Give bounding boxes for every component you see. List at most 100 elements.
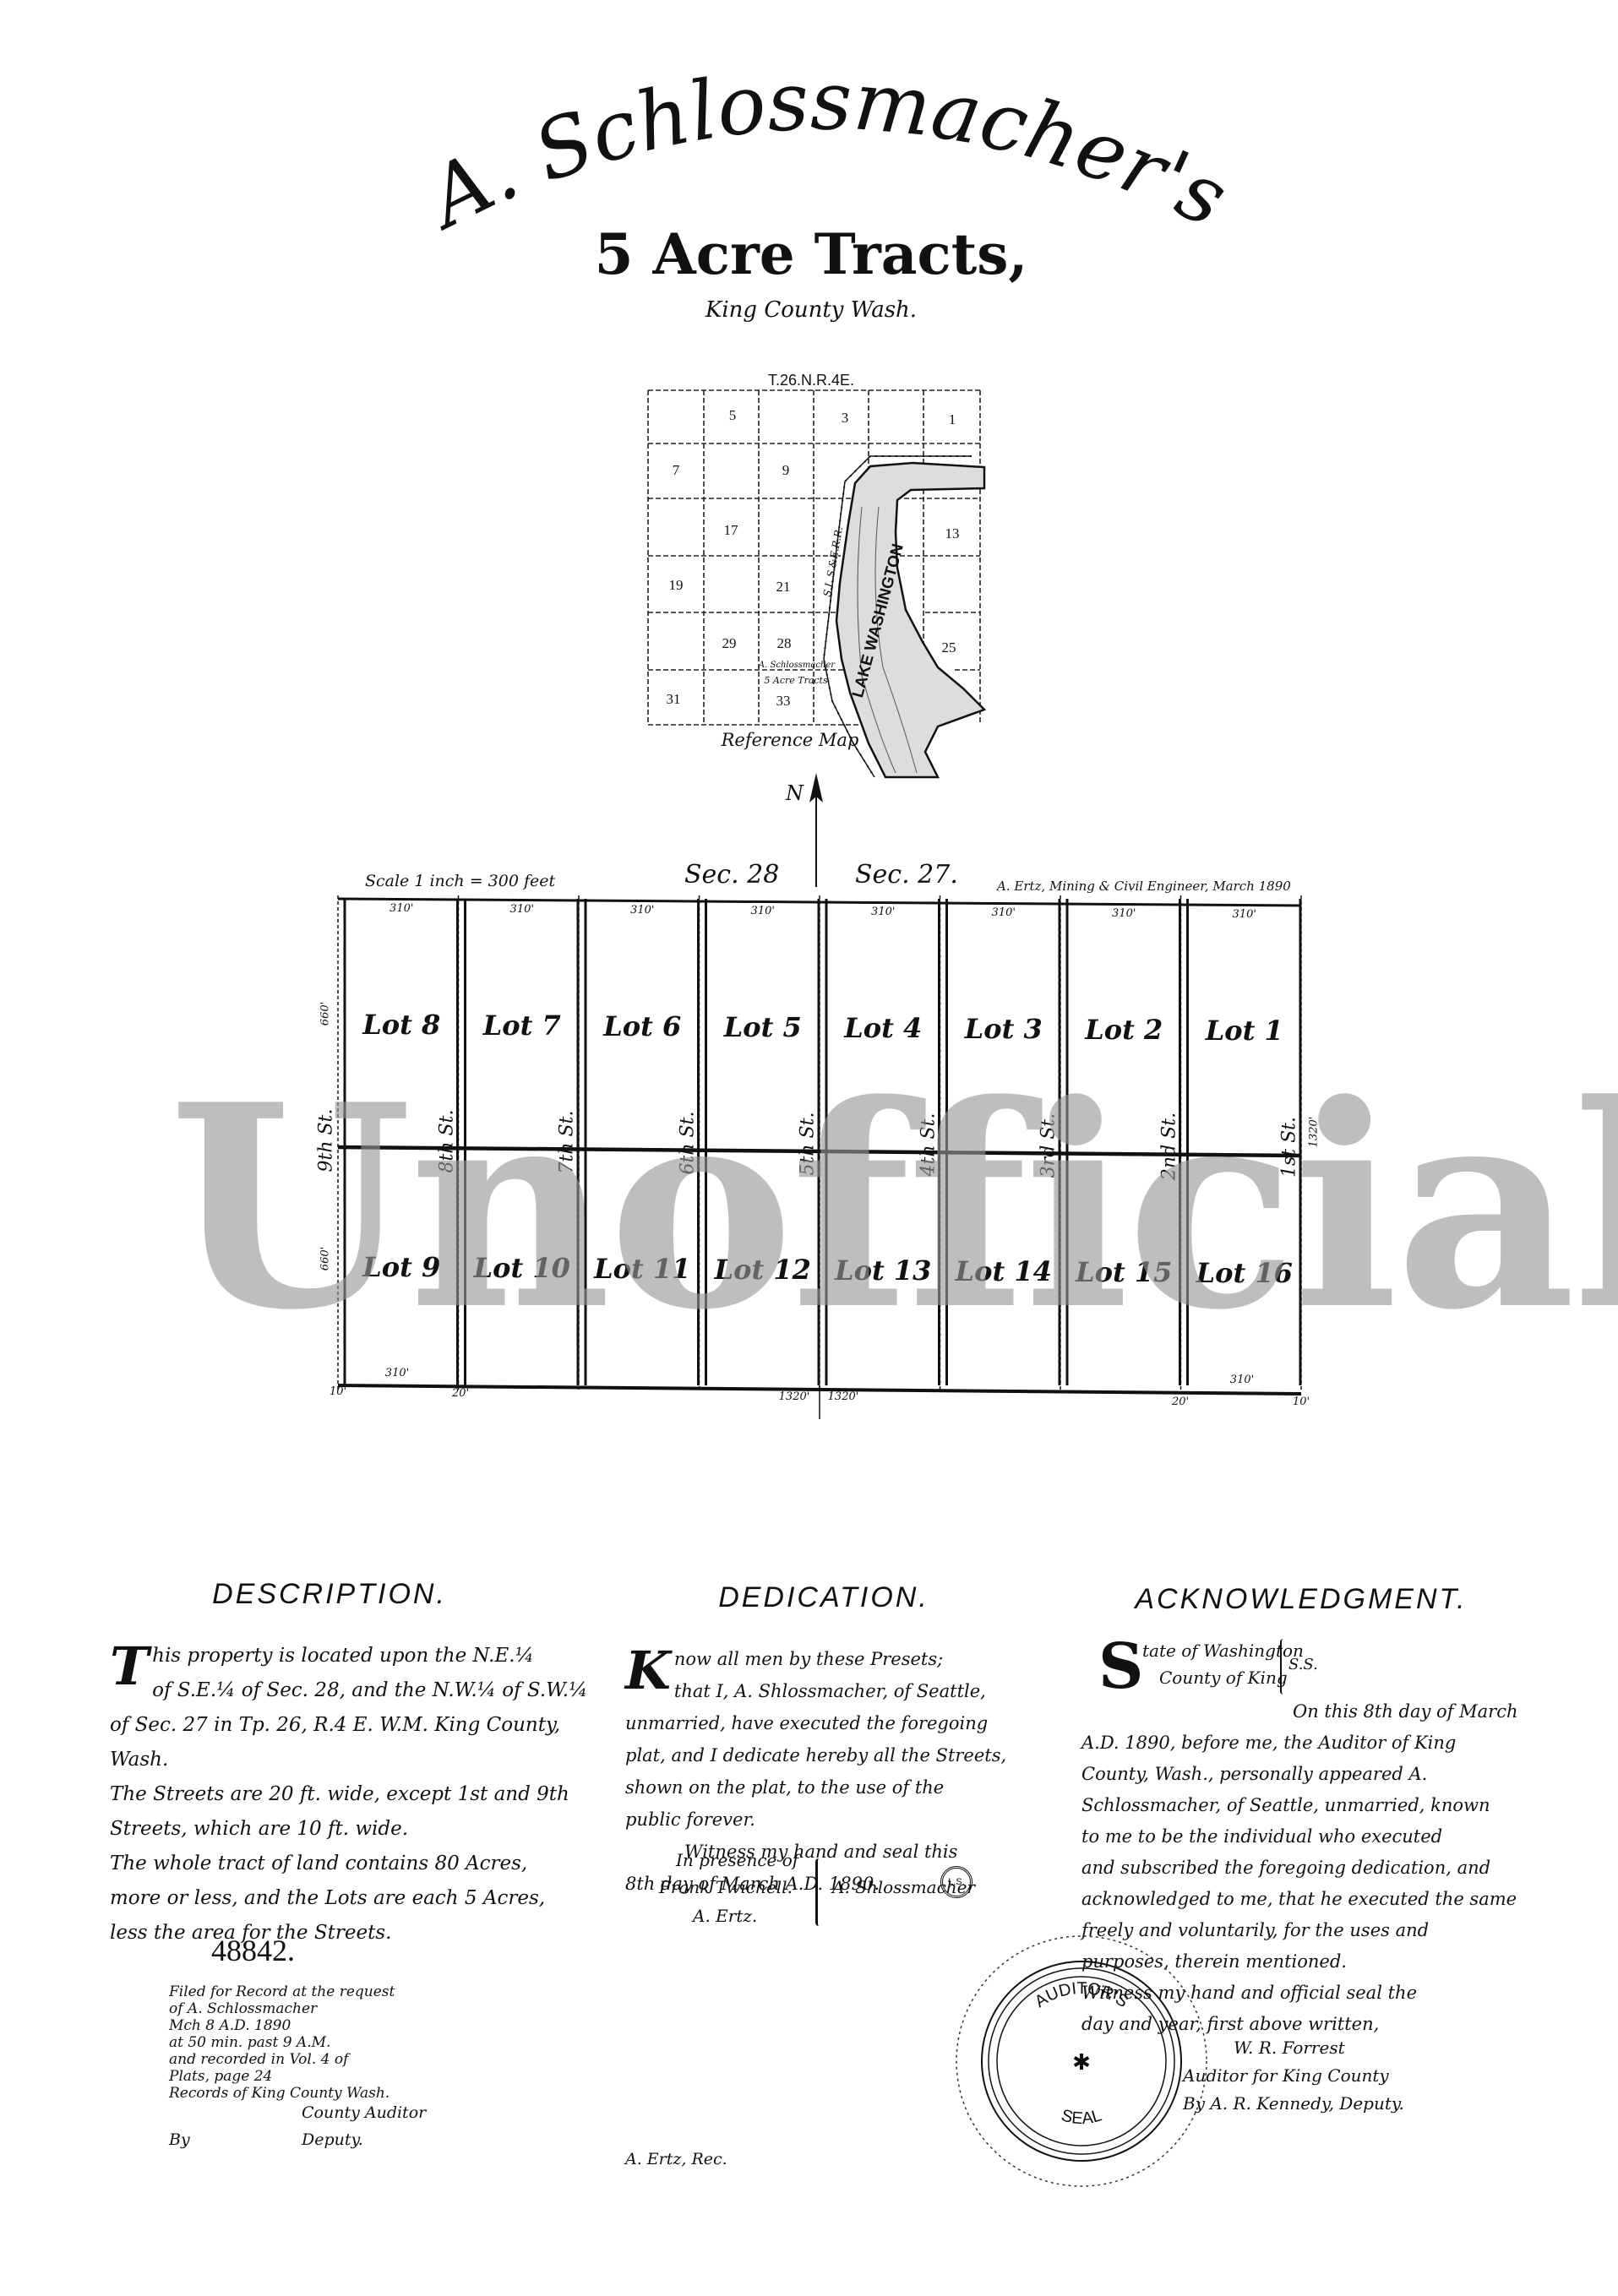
north-label: N [786, 781, 804, 805]
description-line: less the area for the Streets. [110, 1922, 392, 1944]
street-width-dimension: 20' [1171, 1396, 1190, 1408]
seal-bottom-text: SEAL [1060, 2106, 1104, 2128]
description-body: T his property is located upon the N.E.¼… [110, 1635, 587, 1951]
section-28-label: Sec. 28 [684, 860, 780, 890]
lot-label: Lot 12 [714, 1254, 811, 1286]
section-label: 3 [841, 410, 849, 426]
description-heading: DESCRIPTION. [212, 1578, 447, 1610]
lot-label: Lot 15 [1076, 1256, 1173, 1288]
description-line: Wash. [110, 1749, 169, 1771]
acknowledgment-line: to me to be the individual who executed [1081, 1826, 1443, 1847]
by-label: By [169, 2130, 190, 2149]
section-label: 19 [668, 577, 684, 593]
svg-text:SEAL: SEAL [1060, 2106, 1104, 2128]
description-line: his property is located upon the N.E.¼ [152, 1645, 534, 1667]
title-block: A. Schlossmacher's [408, 53, 1242, 248]
venue-brace [1280, 1639, 1287, 1695]
lot-width-dimension: 310' [750, 905, 775, 917]
acknowledgment-line: Witness my hand and official seal the [1081, 1983, 1417, 2003]
tract-label-line2: 5 Acre Tracts [764, 675, 828, 686]
dedication-line: unmarried, have executed the foregoing [625, 1713, 989, 1733]
lot-width-dimension: 310' [390, 902, 414, 915]
north-arrow-icon [809, 773, 823, 887]
lot-width-dimension: 310' [871, 906, 896, 918]
description-line: The Streets are 20 ft. wide, except 1st … [110, 1783, 569, 1805]
lot-label: Lot 14 [955, 1255, 1052, 1287]
title-location: King County Wash. [705, 297, 918, 323]
lake-washington-shape [835, 461, 987, 779]
section-label: 17 [723, 522, 738, 538]
township-label: T.26.N.R.4E. [767, 372, 855, 389]
section-label: 28 [776, 635, 792, 651]
section-label: 33 [776, 693, 791, 709]
dedication-heading: DEDICATION. [718, 1581, 929, 1613]
section-label: 21 [776, 579, 791, 595]
county-auditor-label: County Auditor [302, 2103, 427, 2122]
acknowledgment-dropcap: S [1098, 1630, 1144, 1703]
lot-label: Lot 10 [473, 1252, 570, 1284]
section-label: 13 [945, 525, 960, 541]
acknowledgment-line: Schlossmacher, of Seattle, unmarried, kn… [1081, 1795, 1490, 1815]
street-width-dimension: 10' [1292, 1396, 1310, 1408]
reference-map-grid [647, 389, 981, 726]
section-quarter-line [337, 1145, 1302, 1158]
venue-state: tate of Washington [1142, 1640, 1304, 1661]
section-label: 31 [666, 691, 681, 707]
acknowledgment-line: purposes, therein mentioned. [1081, 1951, 1347, 1972]
auditor-deputy: By A. R. Kennedy, Deputy. [1183, 2093, 1404, 2114]
acknowledgment-line: A.D. 1890, before me, the Auditor of Kin… [1081, 1733, 1457, 1753]
street-width-dimension: 20' [451, 1387, 470, 1400]
lot-label: Lot 13 [835, 1254, 932, 1287]
dedication-line: public forever. [625, 1809, 755, 1830]
acknowledgment-heading: ACKNOWLEDGMENT. [1135, 1583, 1468, 1615]
filing-line: Plats, page 24 [169, 2068, 273, 2085]
description-line: The whole tract of land contains 80 Acre… [110, 1853, 528, 1874]
section-label: 25 [941, 639, 956, 656]
street-width-dimension: 10' [329, 1385, 347, 1398]
filing-line: of A. Schlossmacher [169, 2000, 318, 2017]
venue-county: County of King [1159, 1668, 1288, 1688]
lot-label: Lot 7 [482, 1009, 561, 1042]
dedication-line: shown on the plat, to the use of the [625, 1777, 945, 1798]
tract-label-line1: A. Schlossmacher [758, 661, 836, 670]
witness-name: Frank Twichell. [659, 1877, 793, 1897]
acknowledgment-line: acknowledged to me, that he executed the… [1081, 1889, 1517, 1909]
section-label: 5 [728, 407, 737, 423]
section-label: 9 [782, 462, 790, 478]
description-line: more or less, and the Lots are each 5 Ac… [110, 1887, 546, 1909]
plat-lines [337, 895, 1302, 1419]
lot-label: Lot 6 [603, 1010, 682, 1042]
seal-star-icon: ✱ [1072, 2050, 1091, 2076]
lot-label: Lot 9 [362, 1251, 441, 1283]
lot-label: Lot 1 [1205, 1015, 1283, 1047]
scale-note: Scale 1 inch = 300 feet [365, 872, 556, 890]
acknowledgment-line: County, Wash., personally appeared A. [1081, 1764, 1428, 1784]
acknowledgment-line: day and year, first above written, [1081, 2014, 1380, 2034]
section-27-label: Sec. 27. [855, 860, 958, 890]
description-dropcap: T [110, 1635, 150, 1697]
lot-width-dimension: 310' [1229, 1374, 1255, 1386]
engineer-credit: A. Ertz, Mining & Civil Engineer, March … [997, 879, 1291, 894]
lot-width-dimension: 310' [991, 906, 1016, 919]
filing-line: at 50 min. past 9 A.M. [169, 2034, 331, 2051]
witness-intro: In presence of [676, 1850, 799, 1870]
acknowledgment-line: and subscribed the foregoing dedication,… [1081, 1858, 1491, 1878]
deputy-label: Deputy. [302, 2130, 363, 2149]
recorder-signature: A. Ertz, Rec. [625, 2150, 727, 2168]
filing-note: Filed for Record at the request of A. Sc… [169, 1983, 395, 2102]
witness-name: A. Ertz. [693, 1906, 758, 1926]
section-label: 1 [948, 411, 956, 427]
plat-top-boundary [337, 897, 1302, 907]
dedication-line: now all men by these Presets; [673, 1649, 944, 1669]
acknowledgment-line: On this 8th day of March [1293, 1701, 1518, 1722]
description-line: of Sec. 27 in Tp. 26, R.4 E. W.M. King C… [110, 1714, 561, 1736]
dedication-dropcap: K [625, 1640, 671, 1701]
filing-line: Filed for Record at the request [169, 1983, 395, 2000]
auditor-title: Auditor for King County [1183, 2065, 1389, 2086]
dedication-line: that I, A. Shlossmacher, of Seattle, [673, 1681, 986, 1701]
dedication-line: 8th day of March A.D. 1890. [625, 1874, 880, 1894]
lot-width-dimension: 310' [1232, 908, 1256, 921]
ls-seal-text: L.S. [948, 1877, 965, 1887]
lot-label: Lot 4 [844, 1012, 923, 1044]
